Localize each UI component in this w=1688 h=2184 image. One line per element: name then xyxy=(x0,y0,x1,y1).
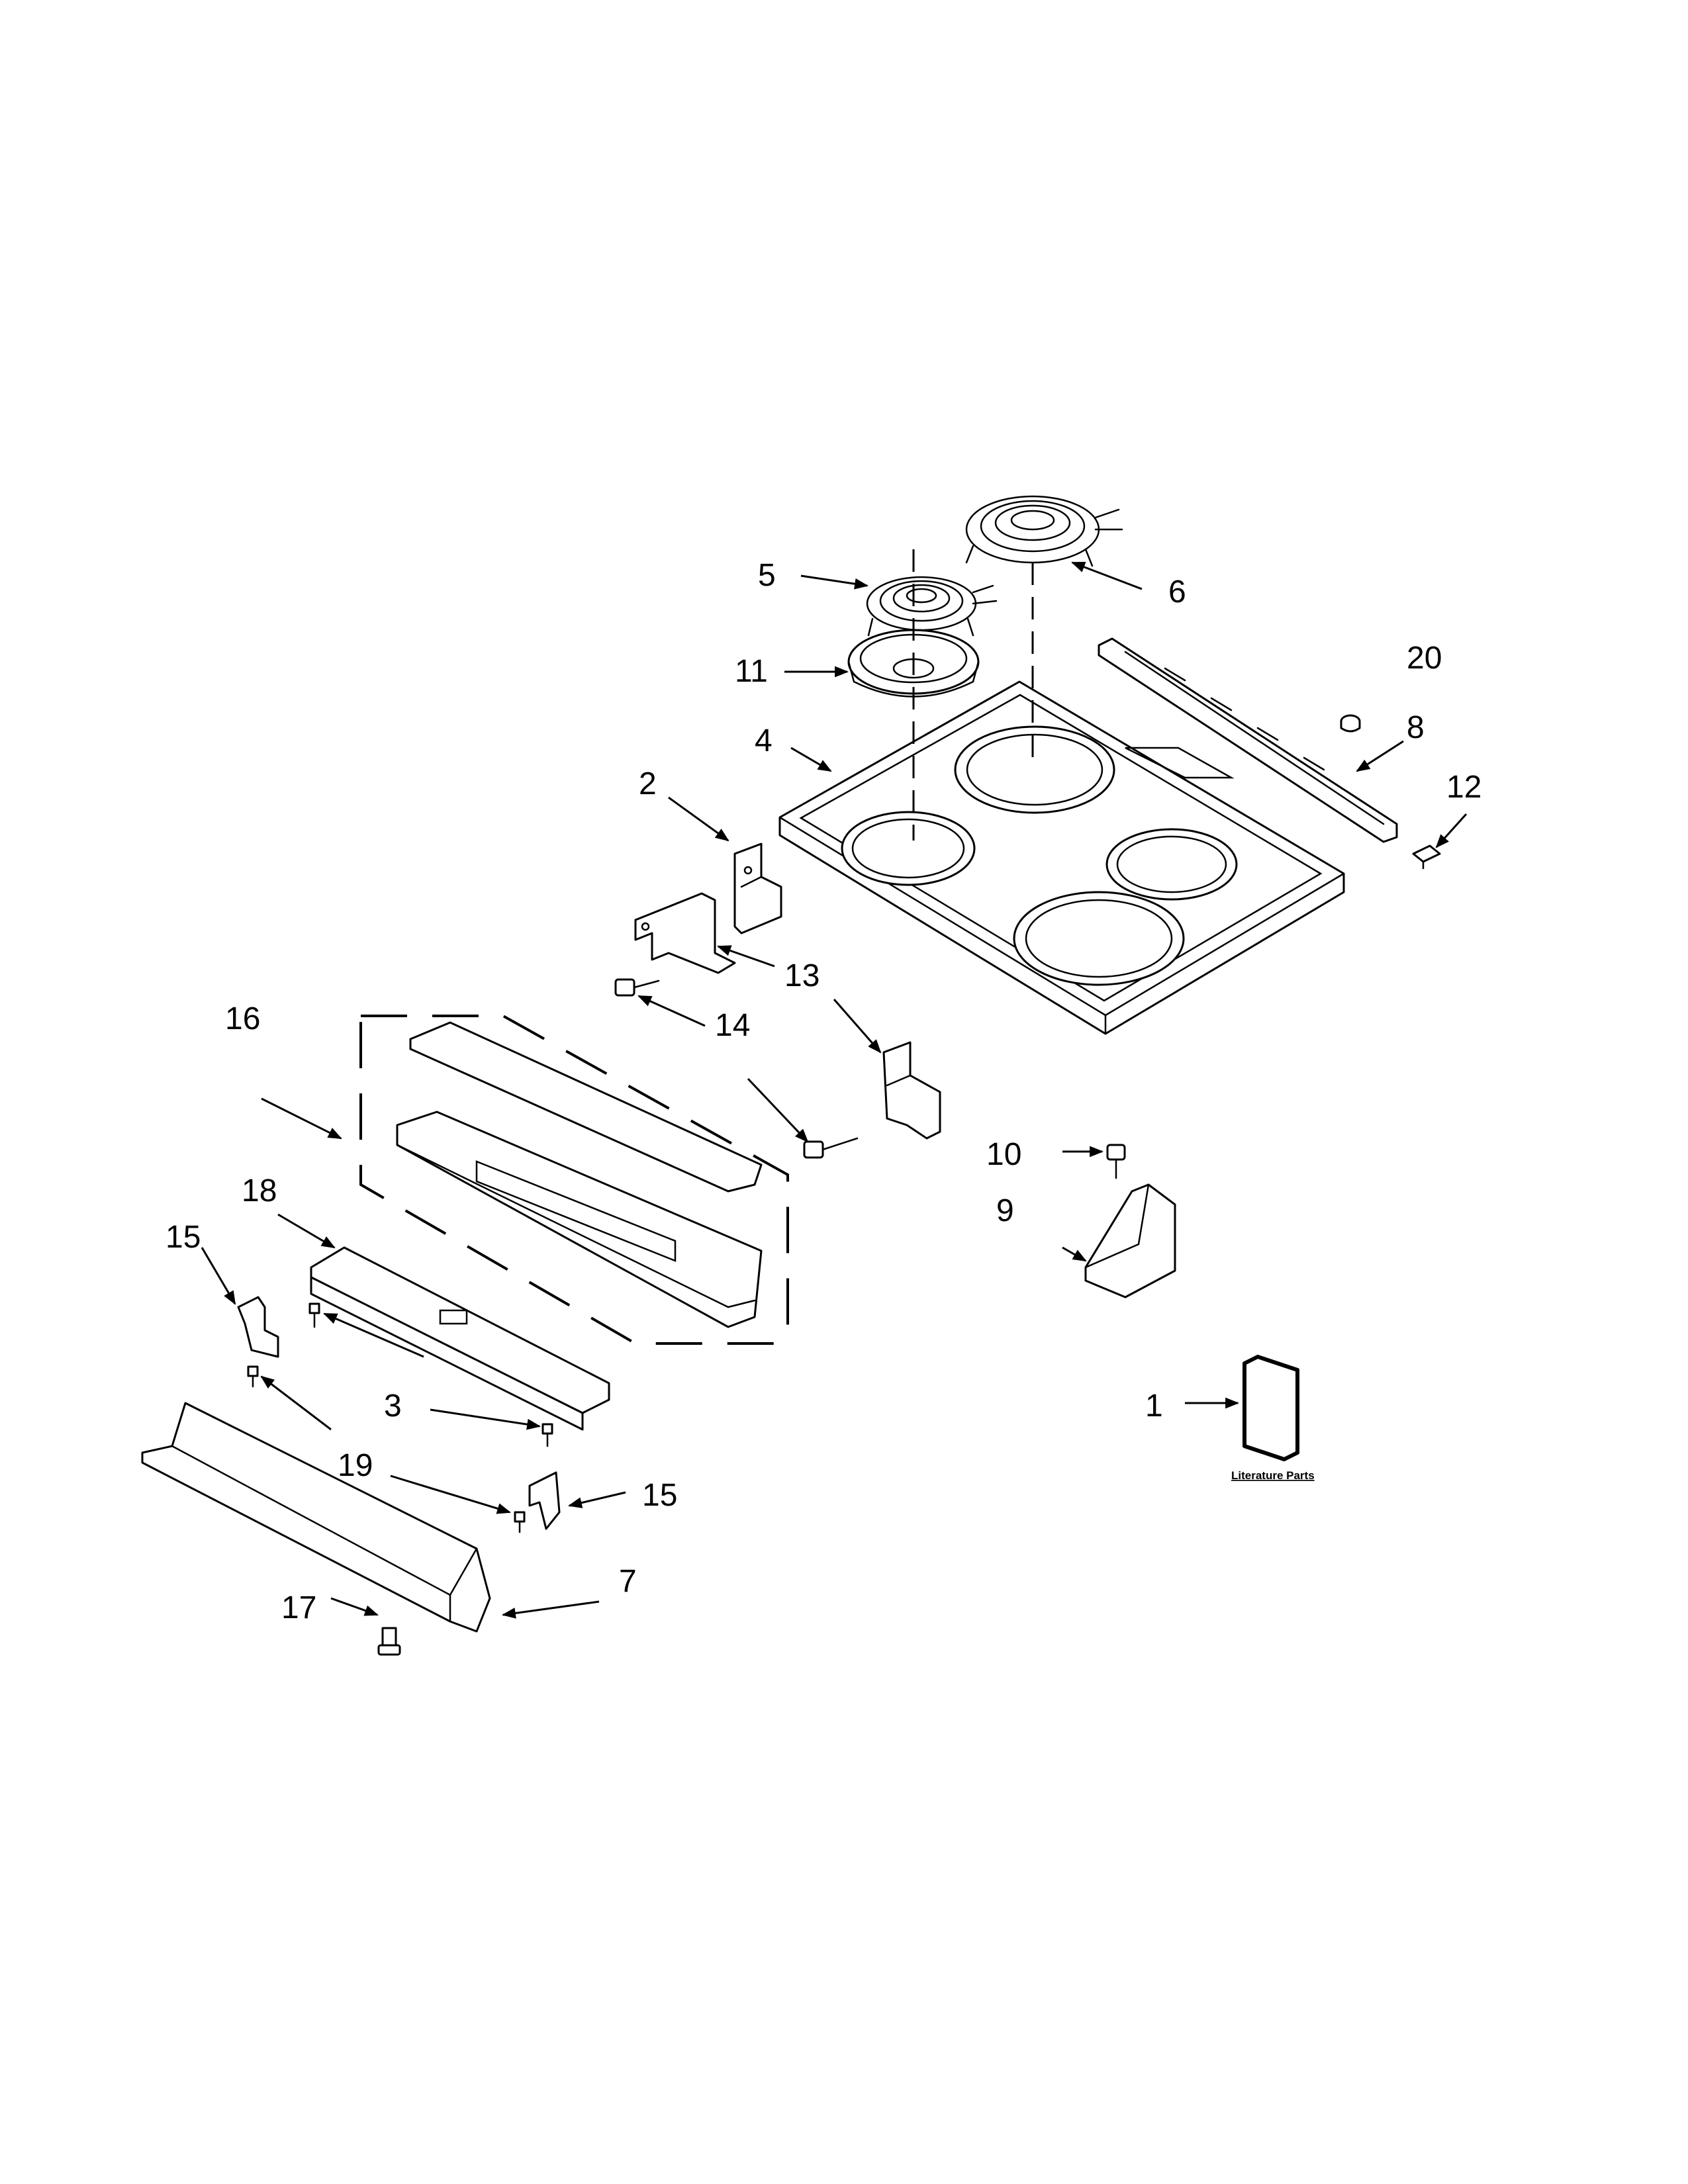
screw-14-left xyxy=(614,978,660,997)
manifold-panel xyxy=(141,1402,491,1633)
callout-15-left: 15 xyxy=(165,1220,201,1255)
callout-10: 10 xyxy=(986,1137,1021,1172)
bracket-15-right xyxy=(528,1471,561,1530)
callout-4: 4 xyxy=(755,723,773,758)
screw-19-lower xyxy=(514,1511,526,1533)
callout-1: 1 xyxy=(1145,1388,1163,1424)
control-board xyxy=(310,1246,610,1431)
callout-12: 12 xyxy=(1446,770,1481,805)
callout-17: 17 xyxy=(281,1590,316,1625)
bracket-left-upper xyxy=(733,842,782,934)
callout-19: 19 xyxy=(338,1448,373,1483)
callout-8: 8 xyxy=(1407,710,1425,745)
screw-19-upper xyxy=(247,1365,259,1388)
callout-2: 2 xyxy=(639,766,657,801)
plug-button xyxy=(1340,714,1361,733)
surface-element-small xyxy=(866,576,998,637)
bracket-left-lower xyxy=(634,892,736,974)
console-backguard-assembly xyxy=(396,1021,763,1328)
callout-11: 11 xyxy=(735,654,768,689)
surface-element-large xyxy=(965,495,1123,567)
screw-3-lower xyxy=(541,1423,553,1447)
leader-lines xyxy=(201,561,1468,1619)
retaining-clip xyxy=(1412,844,1441,870)
bracket-15-left xyxy=(237,1296,279,1358)
callout-9: 9 xyxy=(996,1193,1014,1228)
bracket-right xyxy=(882,1041,941,1140)
callout-3: 3 xyxy=(384,1388,402,1424)
callout-15-right: 15 xyxy=(642,1478,677,1513)
callout-5: 5 xyxy=(758,558,776,593)
screw-17 xyxy=(377,1627,401,1656)
screw-14-right xyxy=(803,1137,859,1159)
callout-16: 16 xyxy=(225,1001,260,1036)
callout-7: 7 xyxy=(619,1564,637,1599)
callout-18: 18 xyxy=(242,1173,277,1208)
callout-20: 20 xyxy=(1407,641,1442,676)
screw-10 xyxy=(1106,1144,1126,1179)
callout-13: 13 xyxy=(784,958,820,993)
screw-3-upper xyxy=(308,1302,320,1328)
literature-parts-label: Literature Parts xyxy=(1231,1469,1315,1482)
callout-14: 14 xyxy=(715,1008,750,1043)
callout-6: 6 xyxy=(1168,574,1186,610)
rear-vent-trim xyxy=(1098,637,1398,843)
side-support-bracket xyxy=(1084,1183,1176,1298)
console-assembly-dashed-outline xyxy=(359,1015,789,1345)
literature-parts-icon xyxy=(1243,1355,1299,1461)
cooktop-main-top xyxy=(778,680,1345,1035)
